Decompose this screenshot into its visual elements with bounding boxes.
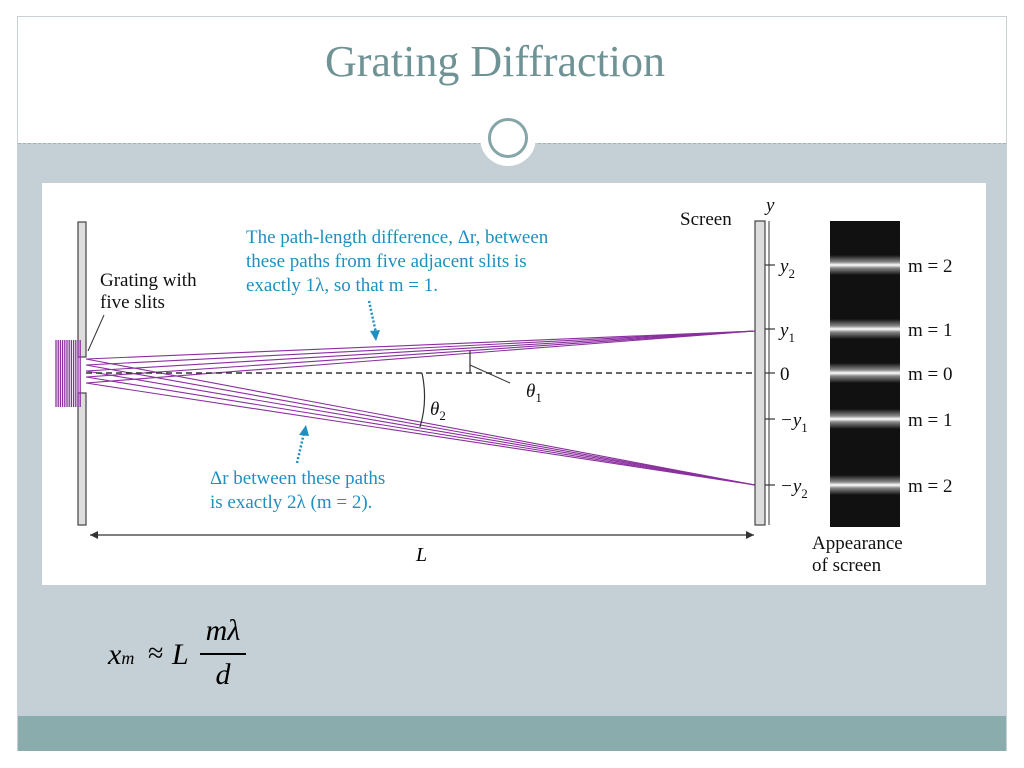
note-top-line3: exactly 1λ, so that m = 1. [246, 275, 438, 296]
bright-fringe [830, 475, 900, 495]
grating-upper-bar [77, 221, 87, 358]
slide-title: Grating Diffraction [324, 37, 666, 86]
note-bottom-line1: Δr between these paths [210, 468, 385, 489]
ray-m2 [85, 370, 756, 486]
formula-fraction-bar [200, 653, 246, 655]
footer-bar [18, 716, 1006, 751]
arrow-down-icon [370, 330, 380, 341]
bright-fringe [830, 409, 900, 429]
note-bottom-pointer [295, 432, 306, 464]
diffraction-diagram: L Grating with five slits Screen y The p… [55, 195, 953, 576]
screen-label: Screen [680, 209, 732, 230]
ray-m2 [85, 382, 756, 486]
axis-y-label: y [764, 195, 775, 216]
tick-label: y2 [778, 256, 795, 281]
title-ornament [480, 110, 536, 166]
ray-m2 [85, 376, 756, 486]
screen-ticks [765, 264, 775, 486]
note-top-pointer [367, 300, 378, 334]
note-top-line1: The path-length difference, Δr, between [246, 227, 549, 248]
order-labels: m = 2 m = 1 m = 0 m = 1 m = 2 [908, 256, 953, 497]
theta2-label: θ2 [430, 399, 446, 423]
arrow-right-icon [746, 531, 754, 539]
appearance-line2: of screen [812, 555, 882, 576]
ray-bundles [85, 330, 756, 486]
order-label: m = 1 [908, 410, 953, 431]
order-label: m = 0 [908, 364, 953, 385]
ray-m1 [85, 330, 756, 378]
arrow-left-icon [90, 531, 98, 539]
theta2-arc [419, 372, 426, 428]
grating-label-line2: five slits [100, 292, 165, 313]
tick-label: −y2 [780, 476, 808, 501]
bright-fringes [830, 255, 900, 495]
order-label: m = 2 [908, 256, 953, 277]
formula-lhs: xm [108, 638, 135, 671]
appearance-line1: Appearance [812, 533, 903, 554]
order-label: m = 2 [908, 476, 953, 497]
grating-lower-bar [77, 392, 87, 526]
screen-bar [754, 220, 766, 526]
ring-icon [488, 118, 528, 158]
ray-m2 [85, 358, 756, 486]
formula-denominator: d [215, 658, 231, 691]
note-top-line2: these paths from five adjacent slits is [246, 251, 527, 272]
note-bottom-line2: is exactly 2λ (m = 2). [210, 492, 372, 513]
order-label: m = 1 [908, 320, 953, 341]
bright-fringe [830, 255, 900, 275]
formula-approx: ≈ [148, 638, 164, 669]
ray-m1 [85, 330, 756, 384]
diagram-panel: L Grating with five slits Screen y The p… [42, 183, 986, 585]
ray-m1 [85, 330, 756, 372]
theta1-label: θ1 [526, 381, 542, 405]
bright-fringe [830, 319, 900, 339]
grating-leader [87, 314, 105, 352]
ray-m1 [85, 330, 756, 366]
bright-fringe [830, 363, 900, 383]
formula-numerator: mλ [205, 614, 241, 647]
incident-wavefronts [55, 340, 81, 407]
arrow-up-icon [299, 425, 309, 436]
formula-L: L [172, 638, 189, 671]
tick-label: y1 [778, 320, 795, 345]
distance-label: L [415, 544, 427, 566]
tick-label: −y1 [780, 410, 808, 435]
grating-formula: xm ≈ L mλ d [108, 612, 268, 702]
tick-label: 0 [780, 364, 790, 385]
ray-m1 [85, 330, 756, 360]
tick-labels: y2 y1 0 −y1 −y2 [778, 256, 808, 501]
theta1-leader [469, 364, 511, 384]
grating-label-line1: Grating with [100, 270, 197, 291]
